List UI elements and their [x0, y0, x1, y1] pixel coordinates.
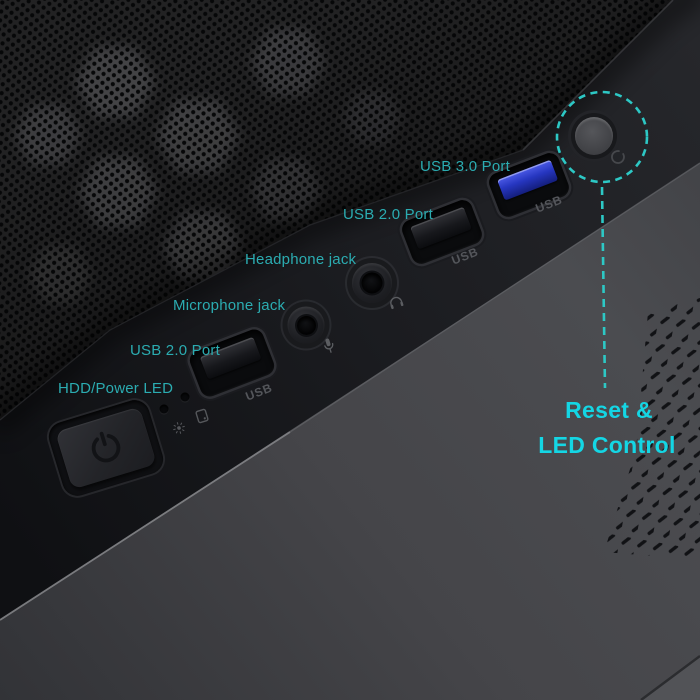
hdd-power-led-label: HDD/Power LED [58, 380, 174, 397]
usb3-label: USB 3.0 Port [420, 158, 510, 175]
power-led-icon [173, 422, 185, 434]
power-button [45, 396, 167, 500]
usb2-front-label: USB 2.0 Port [130, 342, 220, 359]
side-vent-grille [604, 298, 700, 560]
headphone-icon [390, 296, 404, 310]
microphone-jack [287, 306, 325, 344]
hdd-led-icon [195, 408, 209, 424]
microphone-label: Microphone jack [173, 297, 286, 314]
microphone-icon [324, 338, 334, 353]
power-icon [91, 431, 121, 463]
panel-edge-highlight [0, 431, 291, 621]
power-button-face [55, 406, 157, 490]
reset-caption-line1: Reset & [565, 397, 653, 423]
edge-shadow [0, 0, 700, 438]
panel-edge-highlight [289, 162, 700, 433]
usb2-top-label: USB 2.0 Port [343, 206, 433, 223]
hdd-led [180, 392, 190, 402]
headphone-jack [352, 263, 392, 303]
headphone-label: Headphone jack [245, 251, 357, 268]
power-led [159, 404, 169, 414]
bottom-right-corner-panel [640, 654, 700, 700]
reset-button [575, 117, 613, 155]
reset-caption-line2: LED Control [538, 432, 676, 458]
